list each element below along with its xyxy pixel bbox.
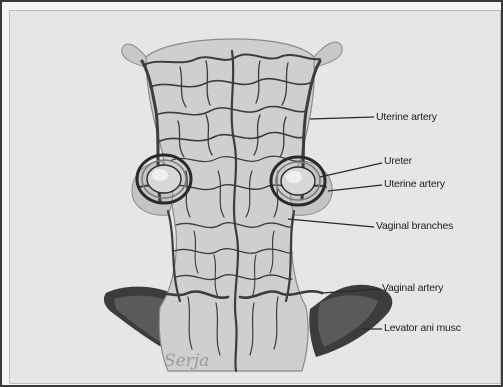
- leader-uterine-artery-top: [310, 117, 374, 119]
- label-uterine-artery-side: Uterine artery: [384, 178, 445, 190]
- label-vaginal-artery: Vaginal artery: [382, 282, 443, 294]
- artist-signature: Serja: [164, 351, 209, 371]
- label-vaginal-branches: Vaginal branches: [376, 220, 453, 232]
- leader-ureter: [320, 163, 382, 177]
- label-levator-ani: Levator ani musc: [384, 322, 461, 334]
- label-ureter: Ureter: [384, 155, 412, 167]
- label-uterine-artery-top: Uterine artery: [376, 111, 437, 123]
- leader-uterine-artery-side: [328, 185, 382, 191]
- anatomy-plate: Uterine artery Ureter Uterine artery Vag…: [9, 10, 501, 384]
- leader-vaginal-branches: [288, 219, 374, 227]
